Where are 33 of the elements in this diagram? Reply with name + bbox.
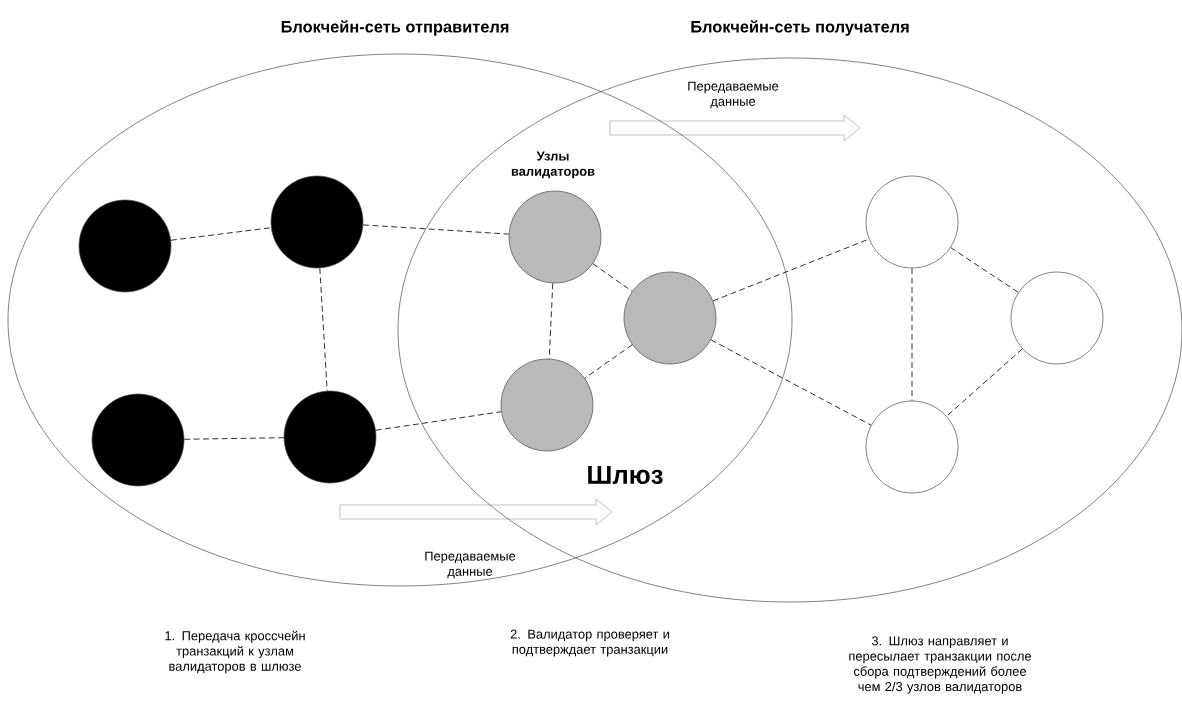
network-ellipse <box>397 57 1182 603</box>
dashed-link <box>946 348 1023 417</box>
group-label: Узлы валидаторов <box>511 151 595 179</box>
network-title: Блокчейн-сеть получателя <box>691 20 909 36</box>
network-title: Блокчейн-сеть отправителя <box>281 20 509 36</box>
dashed-link <box>170 227 272 241</box>
step-caption: 1. Передача кроссчейн транзакций к узлам валидаторов в шлюзе <box>165 630 305 674</box>
node-circle <box>623 271 717 365</box>
dashed-link <box>710 339 872 426</box>
dashed-link <box>548 282 554 360</box>
node-circle <box>78 199 172 293</box>
step-caption: 2. Валидатор проверяет и подтверждает транзакции <box>510 629 669 657</box>
gateway-label: Шлюз <box>588 466 663 484</box>
dashed-link <box>375 411 502 431</box>
node-circle <box>865 400 959 494</box>
dashed-link <box>319 267 328 392</box>
step-caption: 3. Шлюз направляет и пересылает транзакции после сбора подтверждений более чем 2/3 узлов валидаторов <box>849 636 1032 694</box>
dashed-link <box>183 437 285 440</box>
node-circle <box>500 358 594 452</box>
node-circle <box>508 190 602 284</box>
dashed-link <box>950 247 1019 293</box>
node-circle <box>283 390 377 484</box>
dashed-link <box>362 224 510 235</box>
dashed-link <box>584 344 633 379</box>
network-ellipse <box>7 53 793 587</box>
arrow-label: Передаваемые данные <box>425 551 516 579</box>
node-circle <box>91 393 185 487</box>
node-circle <box>865 175 959 269</box>
dashed-link <box>592 263 633 292</box>
dashed-link <box>911 267 913 402</box>
node-circle <box>1010 271 1104 365</box>
arrow-label: Передаваемые данные <box>688 81 779 109</box>
node-circle <box>270 175 364 269</box>
